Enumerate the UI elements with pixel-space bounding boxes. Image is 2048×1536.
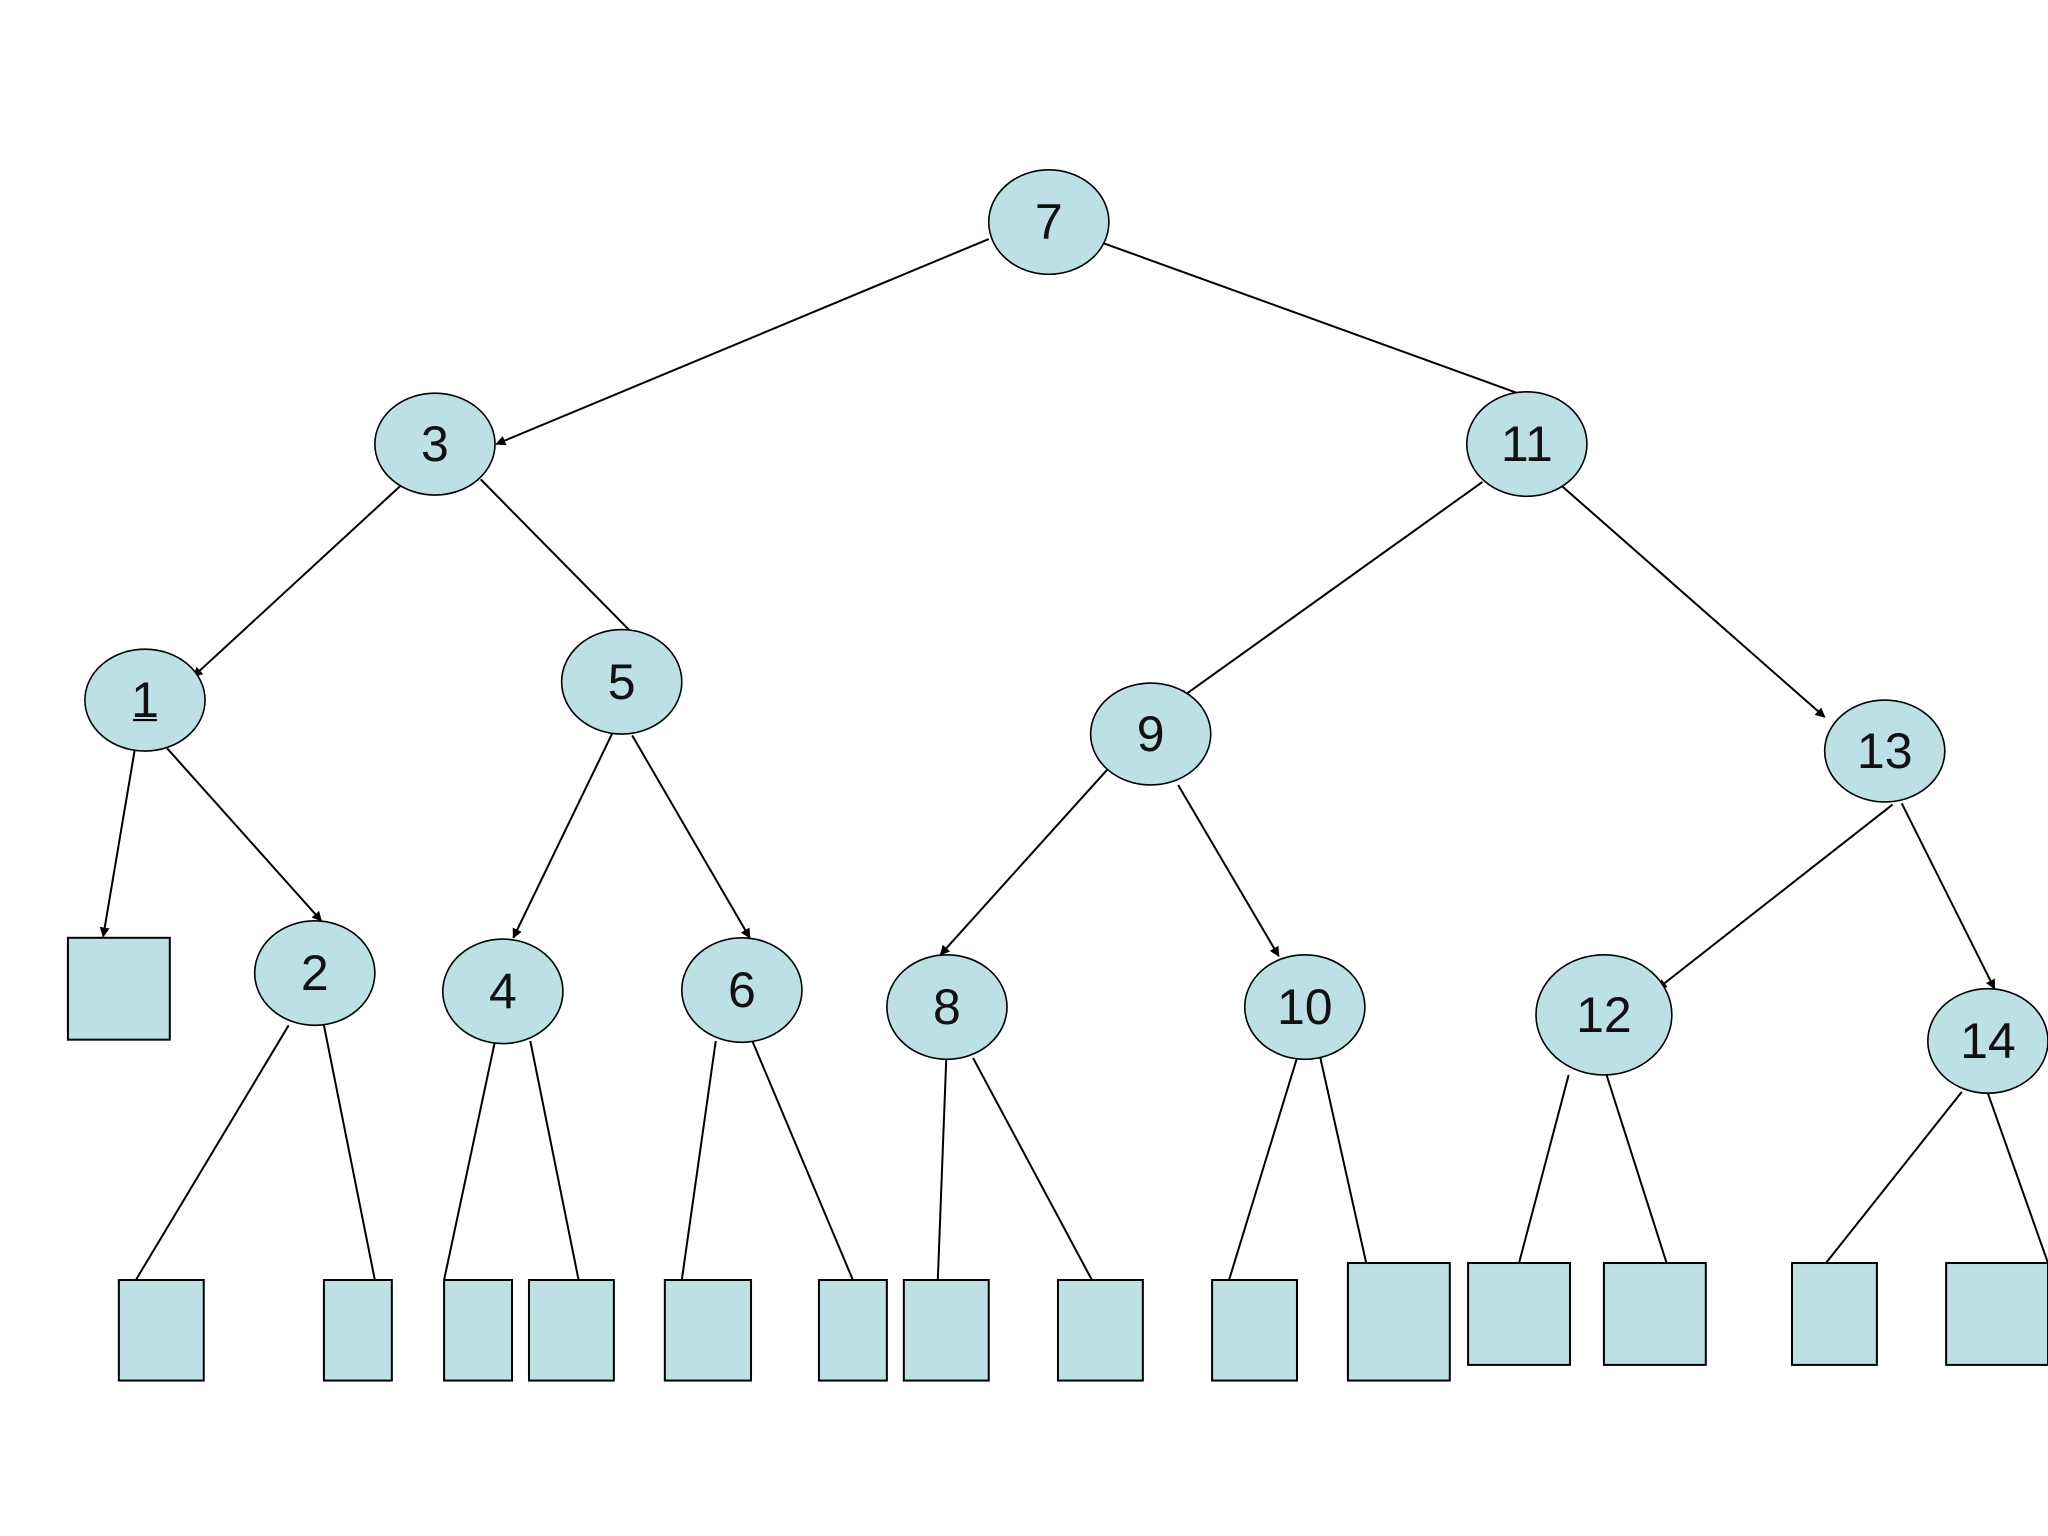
node-label: 10: [1277, 979, 1333, 1035]
edge-n5-n4: [512, 732, 614, 939]
tree-node-3: 3: [374, 392, 496, 496]
node-label: 7: [1035, 194, 1063, 250]
edge-n3-n1: [192, 478, 409, 678]
node-label: 12: [1576, 987, 1632, 1043]
edge-n6-L6: [680, 1040, 717, 1281]
edges-layer: [99, 238, 2048, 1281]
node-ellipse: [1465, 391, 1588, 498]
leaf-node-l1: [66, 936, 171, 1041]
node-label: 13: [1857, 723, 1913, 779]
node-ellipse: [680, 936, 803, 1044]
edge-n9-n8: [939, 768, 1109, 956]
leaf-node-l12: [1467, 1262, 1571, 1366]
node-label: 3: [421, 416, 449, 472]
node-label: 11: [1501, 416, 1553, 472]
leaf-node-l14: [1791, 1262, 1878, 1366]
leaf-node-l13: [1602, 1262, 1707, 1366]
leaf-node-l3: [322, 1279, 393, 1382]
node-label: 1: [131, 672, 159, 728]
edge-n8-L9: [972, 1057, 1093, 1281]
leaf-node-l6: [663, 1279, 753, 1382]
edge-n12-L13: [1605, 1074, 1668, 1264]
leaf-node-l5: [527, 1279, 615, 1382]
node-label: 4: [489, 963, 517, 1019]
node-label: 14: [1960, 1013, 2016, 1069]
edge-n6-L7: [751, 1040, 854, 1281]
leaf-node-l4: [443, 1279, 513, 1382]
node-ellipse: [253, 920, 376, 1027]
tree-node-11: 11: [1465, 391, 1588, 498]
edge-n10-L10: [1228, 1057, 1298, 1281]
leaves-layer: [66, 936, 2048, 1382]
tree-node-6: 6: [680, 936, 803, 1044]
leaf-node-l8: [902, 1279, 990, 1382]
tree-node-2: 2: [253, 920, 376, 1027]
leaf-node-l15: [1945, 1262, 2048, 1366]
node-ellipse: [1243, 953, 1366, 1061]
edge-n4-L4: [443, 1040, 496, 1281]
node-ellipse: [441, 938, 564, 1045]
edge-n2-L2: [134, 1024, 290, 1281]
leaf-node-l9: [1056, 1279, 1144, 1382]
node-label: 5: [608, 654, 636, 710]
node-ellipse: [1089, 682, 1212, 786]
node-ellipse: [84, 648, 206, 752]
edge-n7-n11: [1091, 238, 1519, 395]
tree-node-7: 7: [987, 168, 1110, 276]
node-label: 2: [301, 945, 329, 1001]
edge-n13-n12: [1656, 803, 1894, 990]
edge-n4-L5: [529, 1040, 580, 1281]
edge-n8-L8: [936, 1040, 948, 1281]
edge-n1-L1: [99, 750, 136, 938]
edge-n11-n13: [1553, 478, 1826, 718]
edge-n10-L11: [1315, 1040, 1368, 1264]
node-label: 8: [933, 979, 961, 1035]
edge-n14-L14: [1825, 1091, 1963, 1264]
edge-n1-n2: [166, 747, 323, 922]
leaf-node-l11: [1346, 1262, 1451, 1382]
tree-node-8: 8: [886, 953, 1008, 1061]
tree-node-9: 9: [1089, 682, 1212, 786]
tree-node-12: 12: [1535, 953, 1673, 1076]
leaf-node-l2: [117, 1279, 205, 1382]
edge-n7-n3: [495, 238, 990, 446]
node-label: 9: [1137, 706, 1165, 762]
edge-n11-n9: [1178, 481, 1484, 700]
edge-n9-n10: [1177, 784, 1280, 957]
tree-node-14: 14: [1927, 987, 2048, 1095]
node-ellipse: [560, 628, 683, 735]
node-label: 6: [728, 962, 756, 1018]
node-ellipse: [987, 168, 1110, 276]
leaf-node-l7: [817, 1279, 888, 1382]
edge-n5-n6: [631, 734, 751, 939]
edge-n13-n14: [1900, 802, 1996, 990]
tree-node-4: 4: [441, 938, 564, 1045]
edge-n12-L12: [1518, 1074, 1570, 1264]
node-ellipse: [1535, 953, 1673, 1076]
edge-n2-L3: [322, 1025, 376, 1281]
node-ellipse: [374, 392, 496, 496]
tree-node-5: 5: [560, 628, 683, 735]
edge-n14-L15: [1980, 1074, 2048, 1264]
tree-node-10: 10: [1243, 953, 1366, 1061]
leaf-node-l10: [1211, 1279, 1298, 1382]
node-ellipse: [886, 953, 1008, 1061]
tree-node-1: 1: [84, 648, 206, 752]
tree-node-13: 13: [1823, 699, 1946, 803]
node-ellipse: [1823, 699, 1946, 803]
